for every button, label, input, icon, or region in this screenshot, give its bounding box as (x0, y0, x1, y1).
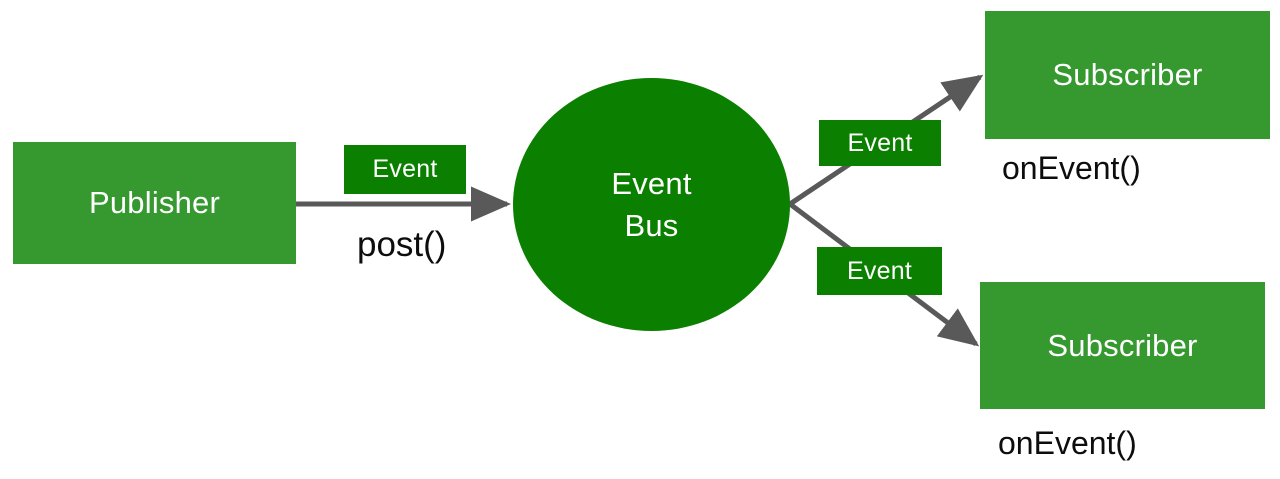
node-publisher[interactable]: Publisher (13, 142, 296, 264)
node-subscriber-bottom[interactable]: Subscriber (980, 282, 1265, 409)
node-event-bus[interactable]: Event Bus (513, 78, 790, 331)
edge-tag-bus-to-subscriber-bottom[interactable]: Event (817, 247, 942, 295)
node-event-bus-label-line2: Bus (624, 207, 679, 243)
node-subscriber-top[interactable]: Subscriber (985, 11, 1270, 139)
method-label-on-event-top: onEvent() (1002, 150, 1141, 186)
node-publisher-label: Publisher (88, 185, 221, 221)
node-subscriber-bottom-label: Subscriber (1047, 327, 1198, 363)
node-subscriber-top-label: Subscriber (1052, 57, 1203, 93)
edge-tag-bus-to-subscriber-bottom-label: Event (847, 256, 912, 285)
method-label-on-event-bottom: onEvent() (998, 425, 1137, 461)
edge-tag-bus-to-subscriber-top-label: Event (847, 128, 913, 157)
method-label-post: post() (357, 225, 447, 264)
edge-tag-publisher-to-bus-label: Event (372, 155, 438, 184)
edge-tag-bus-to-subscriber-top[interactable]: Event (819, 120, 941, 166)
edge-tag-publisher-to-bus[interactable]: Event (344, 145, 466, 194)
node-event-bus-label-line1: Event (611, 165, 692, 201)
